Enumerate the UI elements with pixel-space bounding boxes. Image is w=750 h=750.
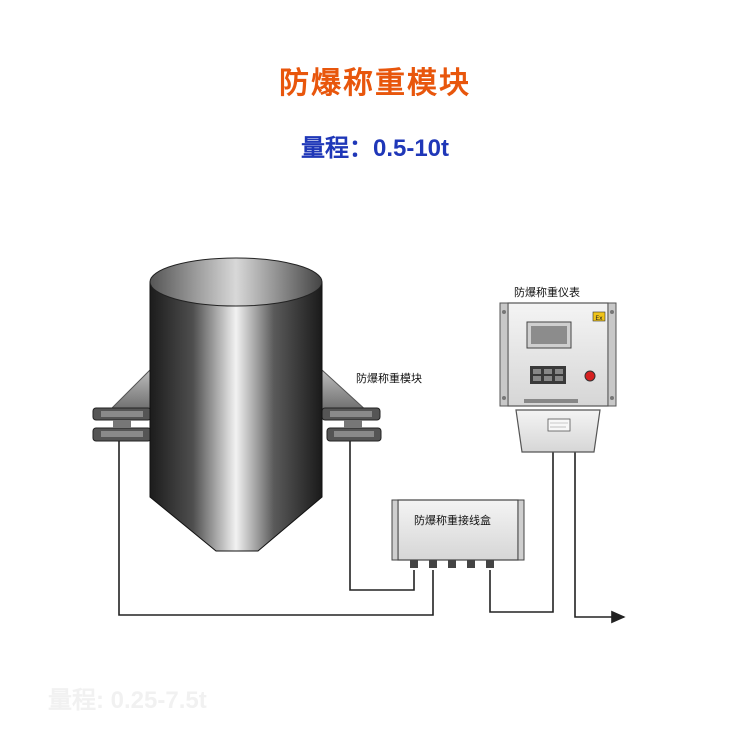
junction-box-label: 防爆称重接线盒 — [414, 514, 491, 527]
indicator-keypad — [530, 366, 566, 384]
ex-badge — [592, 311, 606, 322]
module-label: 防爆称重模块 — [356, 372, 422, 385]
hopper-tank — [149, 257, 323, 552]
weighing-indicator: Ex — [499, 302, 617, 453]
range-label: 量程： — [300, 134, 373, 162]
meter-label: 防爆称重仪表 — [514, 286, 580, 299]
wire-left-module — [118, 441, 434, 616]
left-bracket — [106, 368, 151, 413]
tank-body — [149, 281, 323, 552]
tank-top — [149, 257, 323, 307]
ex-mark: Ex — [595, 315, 603, 322]
faded-watermark: 量程: 0.25-7.5t — [48, 687, 207, 714]
range-subtitle: 量程：0.5-10t — [0, 128, 750, 163]
range-value: 0.5-10t — [372, 135, 450, 162]
wire-box-to-meter — [489, 452, 554, 613]
wire-right-module — [349, 441, 415, 591]
junction-box — [391, 499, 525, 568]
page-title: 防爆称重模块 — [279, 66, 471, 101]
left-weighing-module — [92, 368, 152, 442]
junction-box-housing — [397, 499, 519, 561]
wire-meter-output — [574, 452, 626, 624]
wiring — [118, 441, 626, 624]
indicator-red-button — [584, 370, 596, 382]
